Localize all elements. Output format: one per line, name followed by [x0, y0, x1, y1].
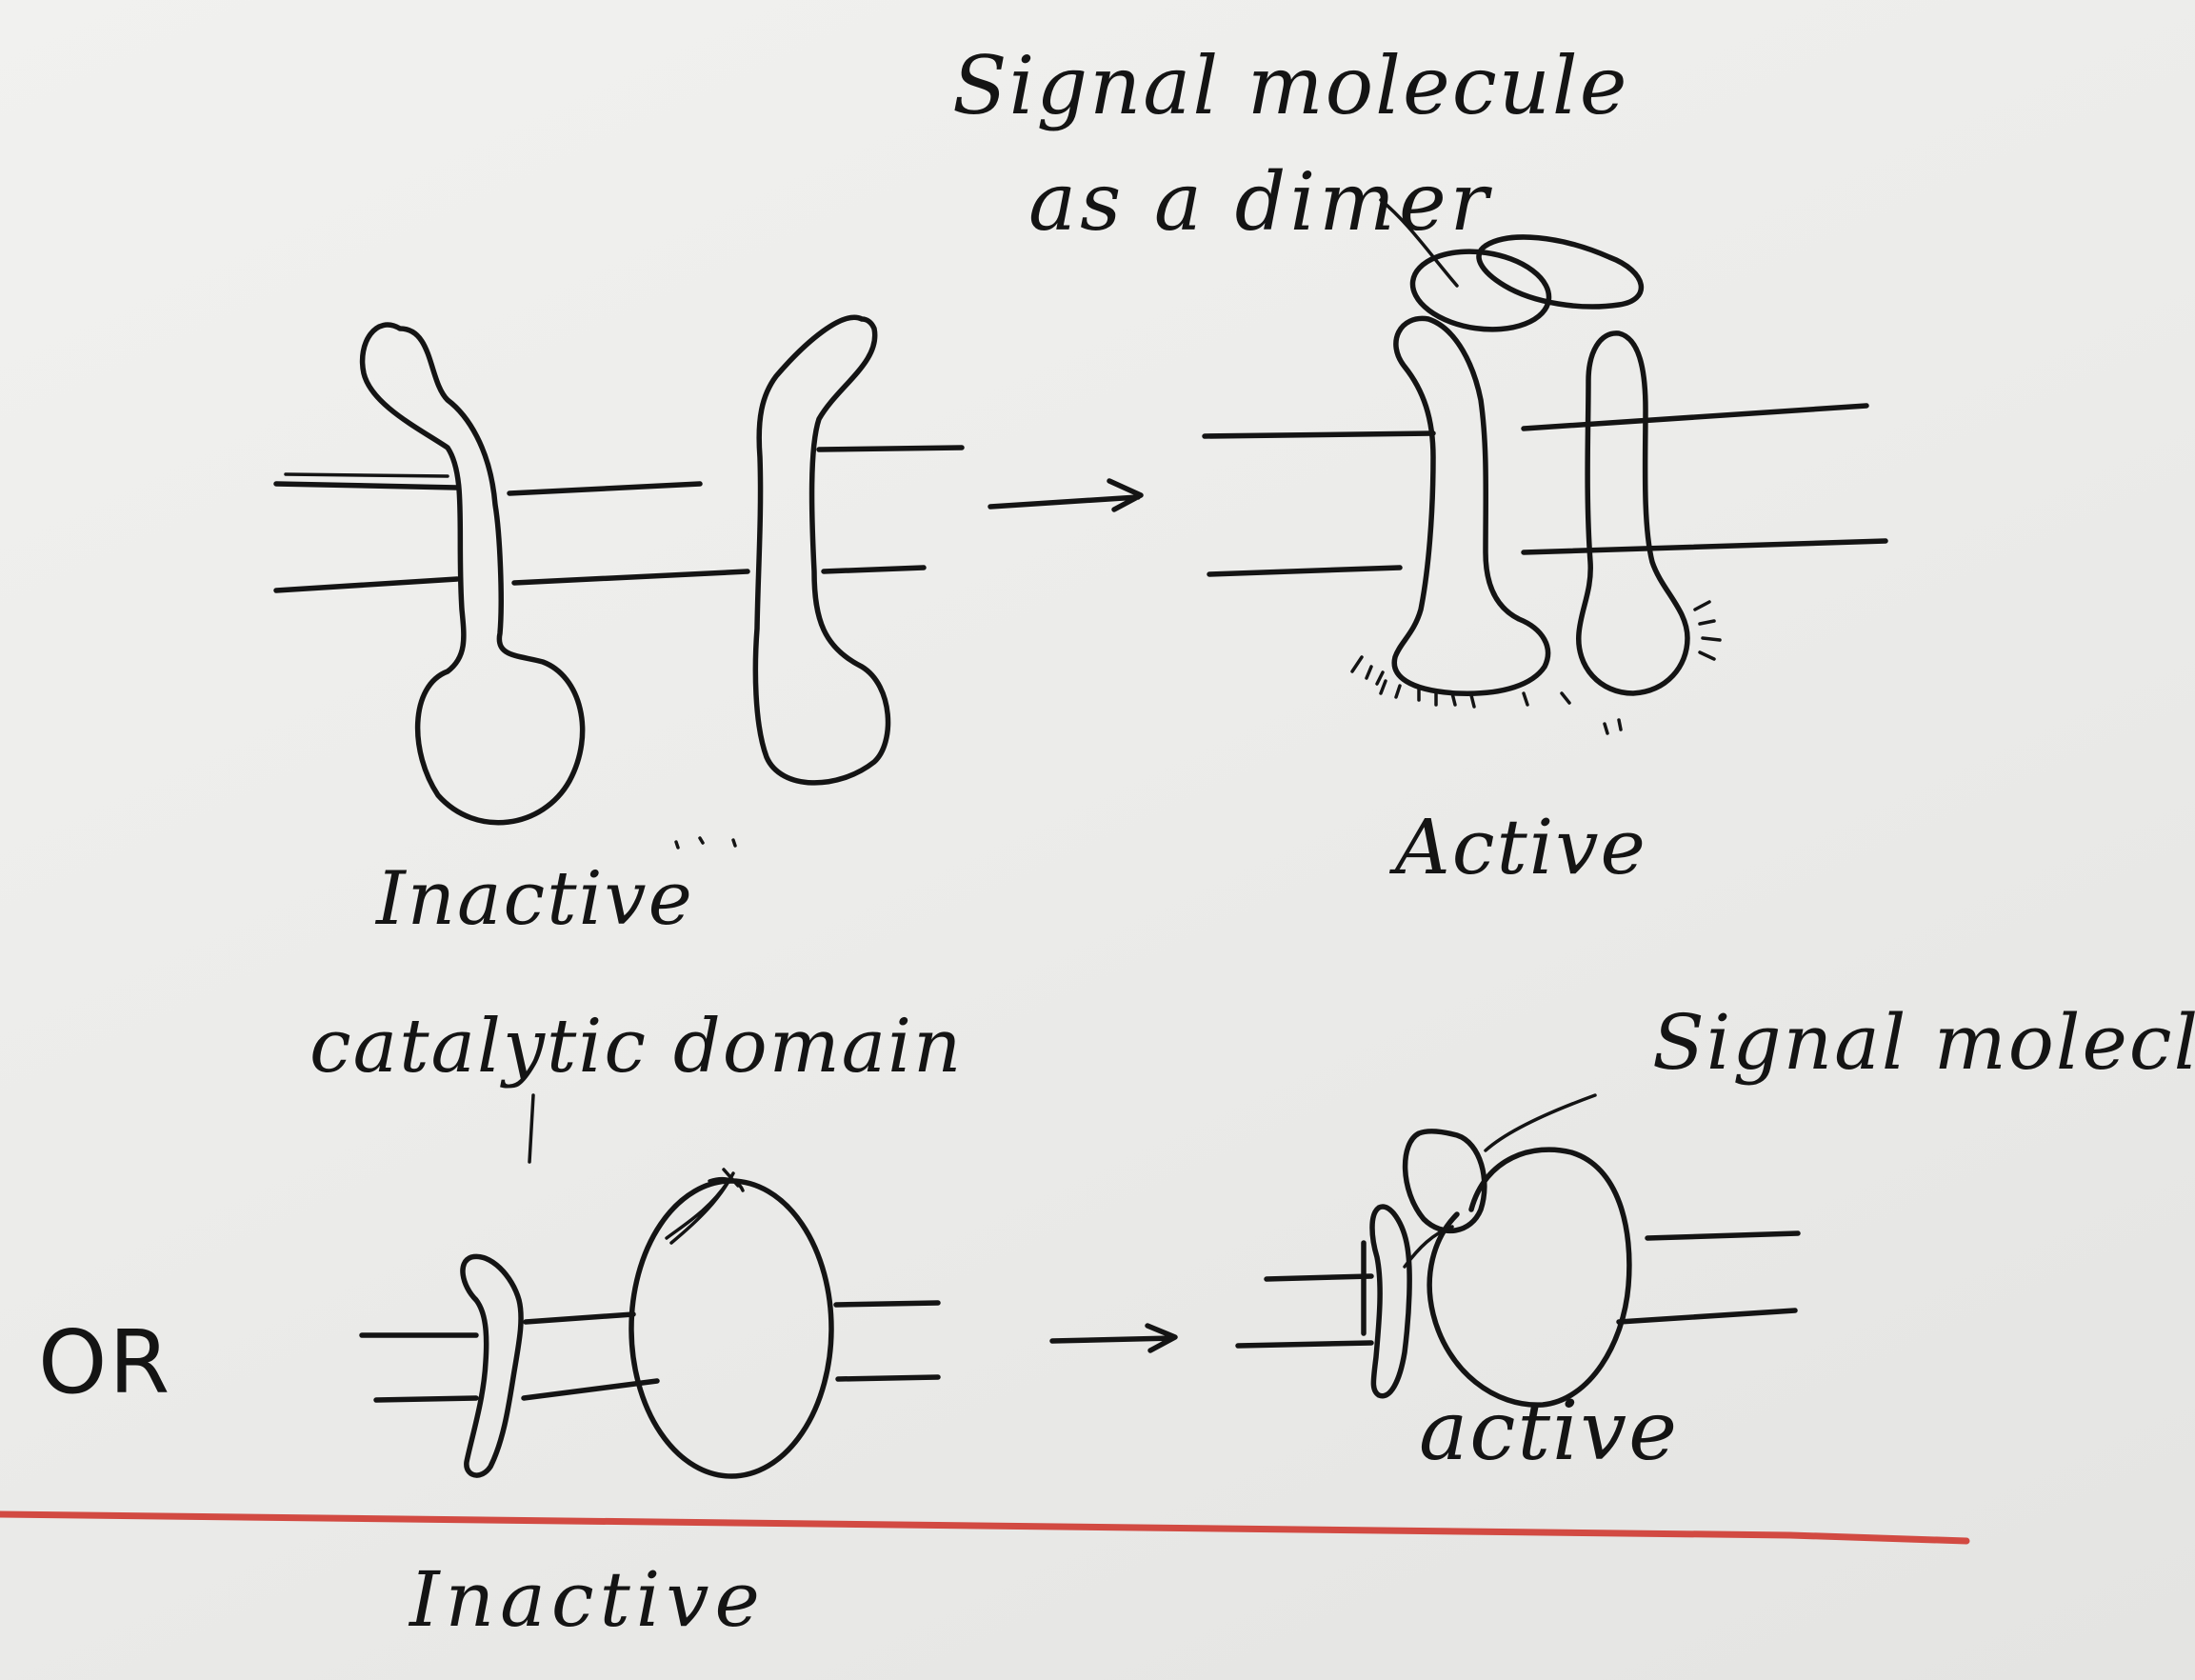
- leader-line-catalytic: [528, 1093, 535, 1164]
- receptor-2-outline: [752, 314, 891, 786]
- stray-mark: [674, 836, 737, 850]
- label-active-bottom: active: [1419, 1384, 1679, 1479]
- bottom-signal-molecule: [1402, 1129, 1487, 1234]
- leader-line-dimer: [1379, 198, 1459, 288]
- oval-scribble: [665, 1168, 745, 1245]
- oval-link-line: [1403, 1225, 1454, 1269]
- arrow-bottom: [1049, 1323, 1178, 1353]
- label-active-top: Active: [1395, 803, 1647, 891]
- label-signal-molecule-top: Signal molecule: [952, 39, 1629, 132]
- top-active-panel: [1202, 198, 1888, 735]
- bottom-active-panel: [1235, 1093, 1801, 1408]
- bottom-membrane-top: [359, 1300, 941, 1338]
- bottom-active-receptor: [1369, 1204, 1412, 1399]
- label-signal-molecule-bottom: Signal molecle: [1652, 998, 2195, 1087]
- arrow-top: [988, 478, 1144, 512]
- bottom-active-membrane-bottom: [1235, 1308, 1798, 1349]
- label-inactive-bottom: Inactive: [409, 1555, 766, 1644]
- active-receptor-b: [1576, 330, 1690, 696]
- bottom-active-oval: [1427, 1147, 1632, 1408]
- receptor-1-outline: [359, 322, 586, 826]
- bottom-inactive-panel: [359, 1093, 941, 1479]
- label-as-a-dimer: as a dimer: [1028, 155, 1492, 249]
- red-margin-line: [0, 1510, 1970, 1545]
- signal-dimer-oval-2: [1476, 234, 1645, 310]
- membrane-bottom-line-left: [273, 565, 927, 593]
- top-inactive-panel: [273, 314, 965, 850]
- label-catalytic-domain: catalytic domain: [309, 1004, 964, 1090]
- leader-line-signal-bottom: [1484, 1093, 1597, 1152]
- label-inactive-top: Inactive: [376, 856, 694, 942]
- bottom-small-receptor: [460, 1253, 524, 1478]
- active-receptor-a: [1391, 315, 1551, 696]
- label-or: OR: [38, 1311, 172, 1413]
- active-membrane-bottom: [1207, 538, 1888, 577]
- active-membrane-top: [1202, 403, 1869, 439]
- bottom-catalytic-oval: [629, 1178, 834, 1479]
- membrane-top-line-left: [273, 445, 965, 496]
- bottom-active-membrane-top: [1264, 1230, 1801, 1282]
- bottom-membrane-bottom: [373, 1374, 941, 1403]
- membrane-top-line-left-extra: [284, 472, 449, 478]
- activity-ticks: [1350, 600, 1722, 735]
